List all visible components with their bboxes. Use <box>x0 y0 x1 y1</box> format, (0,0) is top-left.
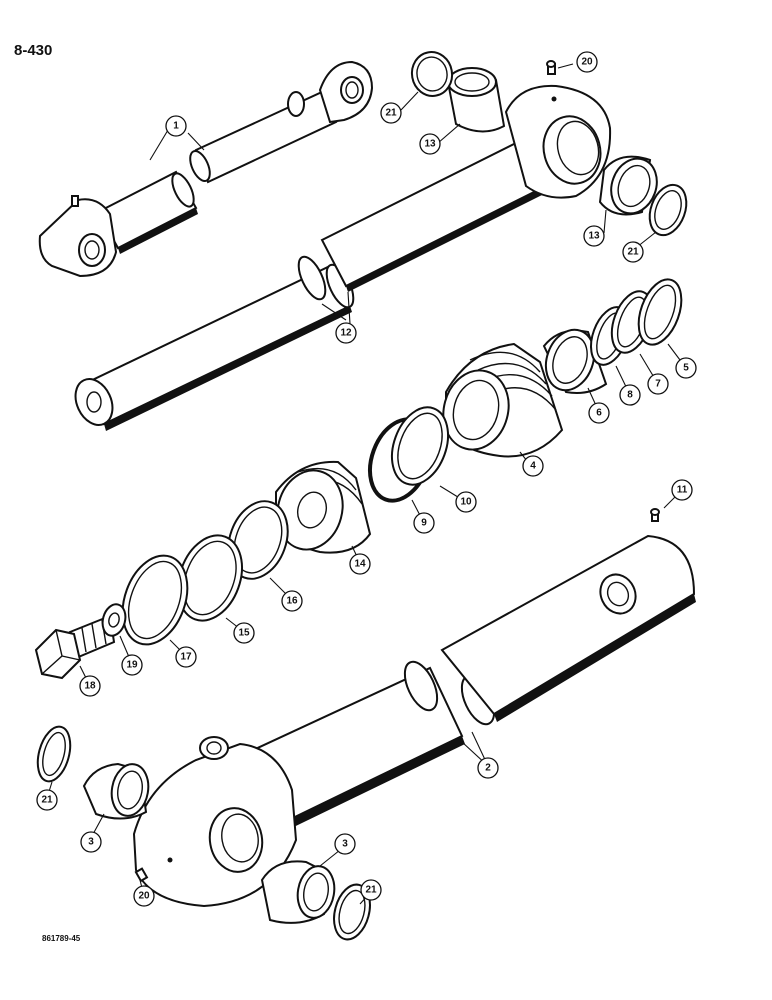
snap-ring-part-21-right <box>648 183 688 237</box>
svg-text:6: 6 <box>596 408 602 419</box>
callout-21: 21 <box>360 879 382 901</box>
wiper-part-5 <box>637 278 683 346</box>
svg-text:3: 3 <box>342 839 348 850</box>
bushing-part-3-left <box>82 762 150 820</box>
svg-text:17: 17 <box>180 652 192 663</box>
svg-text:2: 2 <box>485 763 491 774</box>
snap-ring-part-21-lower-left <box>36 725 72 783</box>
svg-text:10: 10 <box>460 497 472 508</box>
svg-text:19: 19 <box>126 660 138 671</box>
callout-12: 12 <box>335 322 357 344</box>
backup-ring-part-10 <box>390 406 450 486</box>
svg-text:20: 20 <box>581 57 593 68</box>
svg-text:21: 21 <box>627 247 639 258</box>
piston-ring-part-16 <box>227 500 289 580</box>
callout-16: 16 <box>281 590 303 612</box>
callout-7: 7 <box>647 373 669 395</box>
grease-fitting-part-11 <box>650 508 660 522</box>
bushing-part-13-lower <box>598 155 658 216</box>
page-number: 8-430 <box>14 42 53 59</box>
svg-text:16: 16 <box>286 596 298 607</box>
svg-text:20: 20 <box>138 891 150 902</box>
svg-text:14: 14 <box>354 559 366 570</box>
callout-17: 17 <box>175 646 197 668</box>
bushing-part-13-upper <box>446 67 506 133</box>
callout-6: 6 <box>588 402 610 424</box>
cylinder-barrel-part-2 <box>132 534 696 908</box>
callout-8: 8 <box>619 384 641 406</box>
callout-3: 3 <box>334 833 356 855</box>
snap-ring-part-21-top <box>410 51 454 97</box>
seal-part-6 <box>542 328 608 394</box>
callout-14: 14 <box>349 553 371 575</box>
callout-13: 13 <box>583 225 605 247</box>
piston-ring-part-17 <box>121 554 189 646</box>
figure-number: 861789-45 <box>42 934 81 943</box>
svg-text:21: 21 <box>41 795 53 806</box>
svg-text:18: 18 <box>84 681 96 692</box>
svg-text:4: 4 <box>530 461 536 472</box>
callout-21: 21 <box>622 241 644 263</box>
callout-4: 4 <box>522 455 544 477</box>
piston-rod-part-12 <box>74 84 612 431</box>
svg-text:21: 21 <box>385 108 397 119</box>
callout-5: 5 <box>675 357 697 379</box>
svg-text:8: 8 <box>627 390 633 401</box>
callout-21: 21 <box>36 789 58 811</box>
svg-text:21: 21 <box>365 885 377 896</box>
callout-11: 11 <box>671 479 693 501</box>
svg-text:5: 5 <box>683 363 689 374</box>
callout-10: 10 <box>455 491 477 513</box>
svg-text:1: 1 <box>173 121 179 132</box>
piston-part-14 <box>275 460 372 554</box>
callout-3: 3 <box>80 831 102 853</box>
washer-part-19 <box>101 603 127 637</box>
cylinder-assembly-part-1 <box>38 60 374 278</box>
svg-text:7: 7 <box>655 379 661 390</box>
callout-20: 20 <box>133 885 155 907</box>
callout-15: 15 <box>233 622 255 644</box>
svg-text:11: 11 <box>677 485 688 496</box>
callout-1: 1 <box>165 115 187 137</box>
grease-fitting-part-20-top <box>546 60 556 75</box>
svg-text:15: 15 <box>238 628 250 639</box>
gland-part-4 <box>442 342 564 458</box>
svg-text:13: 13 <box>588 231 600 242</box>
svg-text:13: 13 <box>424 139 436 150</box>
svg-text:12: 12 <box>340 328 352 339</box>
callout-2: 2 <box>477 757 499 779</box>
callout-13: 13 <box>419 133 441 155</box>
callout-9: 9 <box>413 512 435 534</box>
callout-19: 19 <box>121 654 143 676</box>
callout-21: 21 <box>380 102 402 124</box>
callout-18: 18 <box>79 675 101 697</box>
snap-ring-part-21-lower-right <box>333 883 371 941</box>
grease-fitting-part-20-bottom <box>134 867 149 883</box>
svg-text:9: 9 <box>421 518 427 529</box>
bushing-part-3-right <box>260 860 336 924</box>
svg-text:3: 3 <box>88 837 94 848</box>
callout-20: 20 <box>576 51 598 73</box>
